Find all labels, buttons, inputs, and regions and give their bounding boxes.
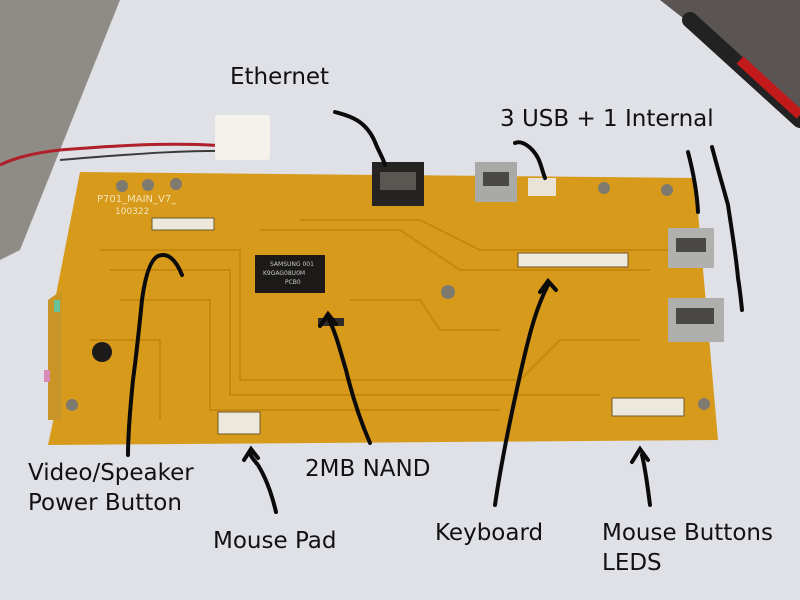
- label-video-speaker-line2: Power Button: [28, 490, 182, 516]
- label-mouse-pad: Mouse Pad: [213, 528, 337, 554]
- audio-jack-pink: [44, 370, 50, 382]
- pcb-traces: [90, 219, 690, 420]
- keyboard-connector: [517, 252, 629, 268]
- label-mouse-buttons-line1: Mouse Buttons: [602, 520, 773, 546]
- audio-jack-green: [54, 300, 60, 312]
- annotation-ink: [126, 110, 744, 514]
- pcb-board: [48, 172, 718, 445]
- label-mouse-buttons: Mouse Buttons LEDS: [602, 518, 773, 578]
- table-edge: [0, 0, 120, 260]
- board-silkscreen-date: 100322: [115, 207, 149, 217]
- label-video-speaker: Video/Speaker Power Button: [28, 458, 194, 518]
- nand-chip-marking-2: K9GAG08U0M: [263, 270, 305, 277]
- label-usb: 3 USB + 1 Internal: [500, 106, 714, 132]
- ethernet-port-opening: [380, 172, 416, 190]
- usb-port-right-2-opening: [676, 308, 714, 324]
- label-nand: 2MB NAND: [305, 456, 431, 482]
- mouse-pad-connector: [217, 411, 261, 435]
- label-keyboard: Keyboard: [435, 520, 544, 546]
- nand-chip-marking-1: SAMSUNG 001: [270, 261, 314, 268]
- video-speaker-connector: [151, 217, 215, 231]
- cable-connector-white: [215, 115, 270, 160]
- buzzer: [92, 342, 112, 362]
- internal-usb-header: [528, 178, 556, 196]
- label-video-speaker-line1: Video/Speaker: [28, 460, 194, 486]
- label-ethernet: Ethernet: [230, 64, 330, 90]
- mouse-buttons-connector: [611, 397, 685, 417]
- pcb-side-connector: [48, 290, 62, 420]
- nand-chip-marking-3: PCB0: [285, 279, 301, 286]
- mounting-holes: [66, 178, 710, 411]
- screwdriver-grip: [736, 56, 800, 119]
- label-mouse-buttons-line2: LEDS: [602, 550, 662, 576]
- usb-port-top-opening: [483, 172, 509, 186]
- nand-chip: [255, 255, 325, 293]
- usb-port-right-1-opening: [676, 238, 706, 252]
- board-silkscreen-model: P701_MAIN_V7_: [97, 194, 177, 205]
